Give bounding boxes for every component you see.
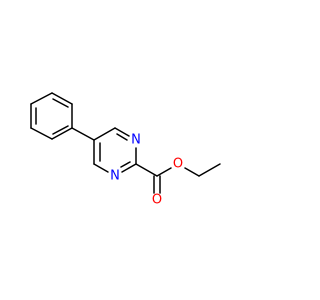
biaryl-bond (71, 127, 95, 141)
ethyl-bond (198, 163, 221, 177)
ester-bond (135, 163, 158, 177)
nitrogen-atom-label: N (131, 133, 141, 148)
ester-bond (156, 167, 172, 177)
phenyl-double-bond (52, 125, 69, 135)
phenyl-bond (30, 127, 53, 140)
molecule-canvas: N N O O (30, 92, 221, 208)
pyrimidine-double-bond (120, 161, 131, 168)
oxygen-atom-label: O (173, 157, 183, 172)
pyrimidine-bond (93, 163, 109, 173)
pyrimidine-ring (93, 127, 137, 173)
pyrimidine-bond (121, 163, 137, 173)
nitrogen-atom-label: N (110, 169, 120, 184)
phenyl-bond (51, 127, 73, 140)
pyrimidine-bond (114, 127, 130, 137)
oxygen-atom-label: O (152, 193, 162, 208)
ethyl-ester-group (135, 163, 221, 194)
structure-diagram: N N O O (30, 92, 221, 208)
phenyl-bond (51, 92, 73, 105)
ester-bond (184, 167, 200, 177)
pyrimidine-double-bond (116, 133, 128, 141)
phenyl-bond (30, 92, 53, 105)
pyrimidine-bond (93, 127, 116, 141)
phenyl-ring (30, 92, 73, 140)
phenyl-double-bond (52, 98, 69, 108)
